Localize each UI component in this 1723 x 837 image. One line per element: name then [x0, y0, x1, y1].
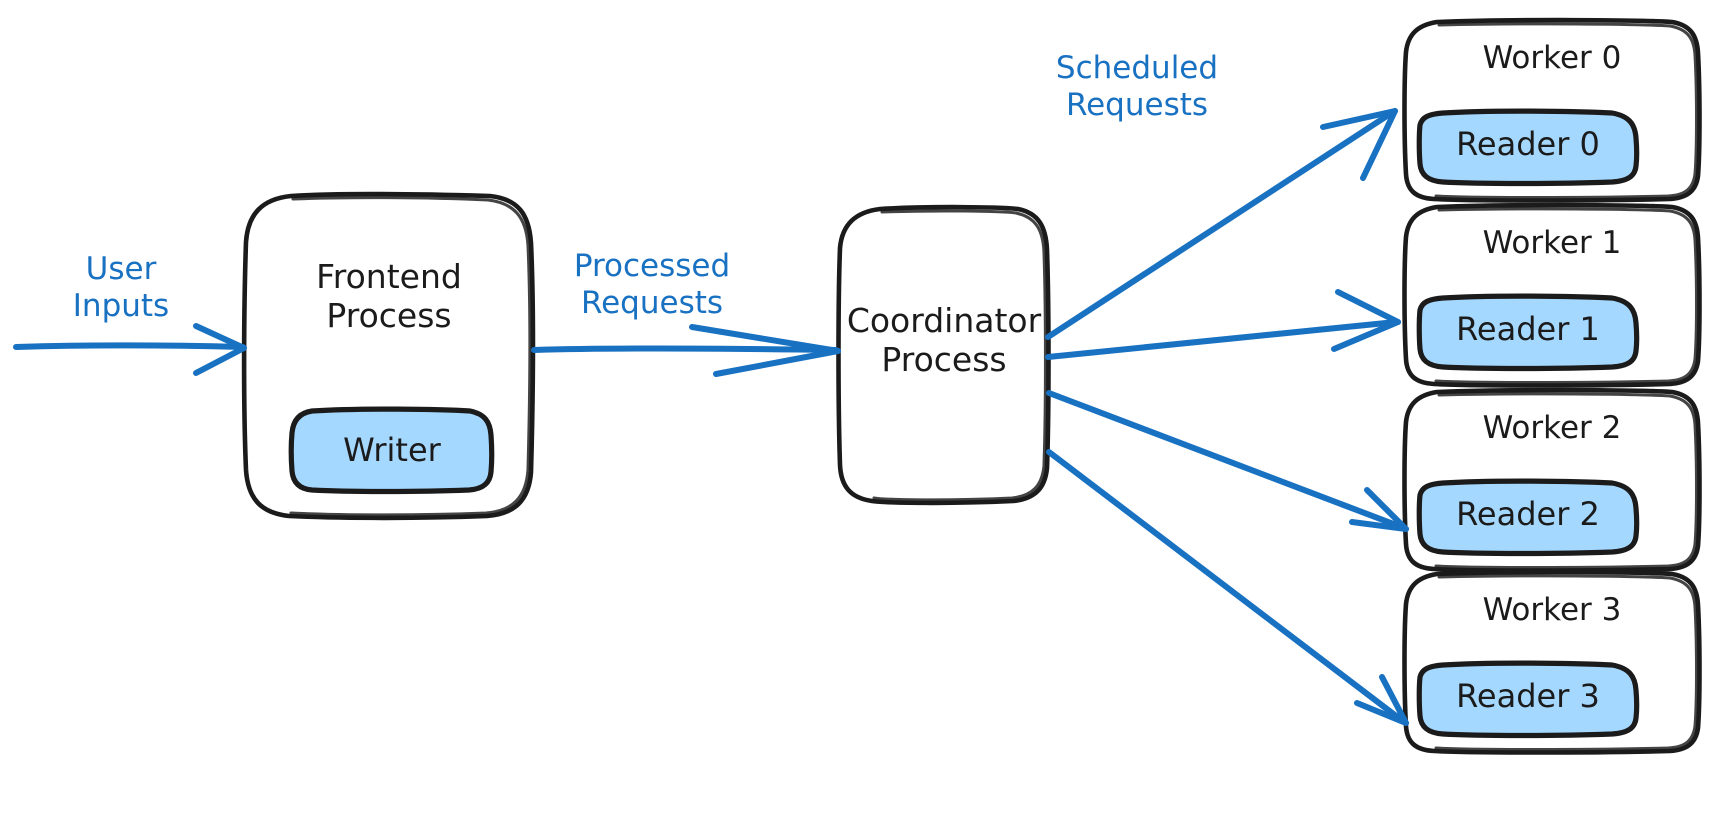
arrow-processed-requests: [531, 324, 841, 377]
writer-node[interactable]: [292, 411, 492, 491]
reader-1-node[interactable]: [1420, 298, 1636, 368]
scheduled-requests-edge-label: Scheduled Requests: [1055, 50, 1219, 124]
arrow-scheduled-requests-worker-0: [1045, 108, 1398, 340]
arrow-user-inputs: [13, 323, 247, 376]
arrow-scheduled-requests-worker-1: [1045, 289, 1401, 360]
reader-2-node[interactable]: [1420, 483, 1636, 553]
reader-0-node[interactable]: [1420, 113, 1636, 183]
coordinator-process-node[interactable]: [840, 209, 1048, 501]
user-inputs-edge-label: User Inputs: [72, 251, 170, 325]
arrow-scheduled-requests-worker-3: [1046, 449, 1409, 726]
processed-requests-edge-label: Processed Requests: [573, 248, 731, 322]
arrow-scheduled-requests-worker-2: [1046, 390, 1409, 532]
reader-3-node[interactable]: [1420, 665, 1636, 735]
